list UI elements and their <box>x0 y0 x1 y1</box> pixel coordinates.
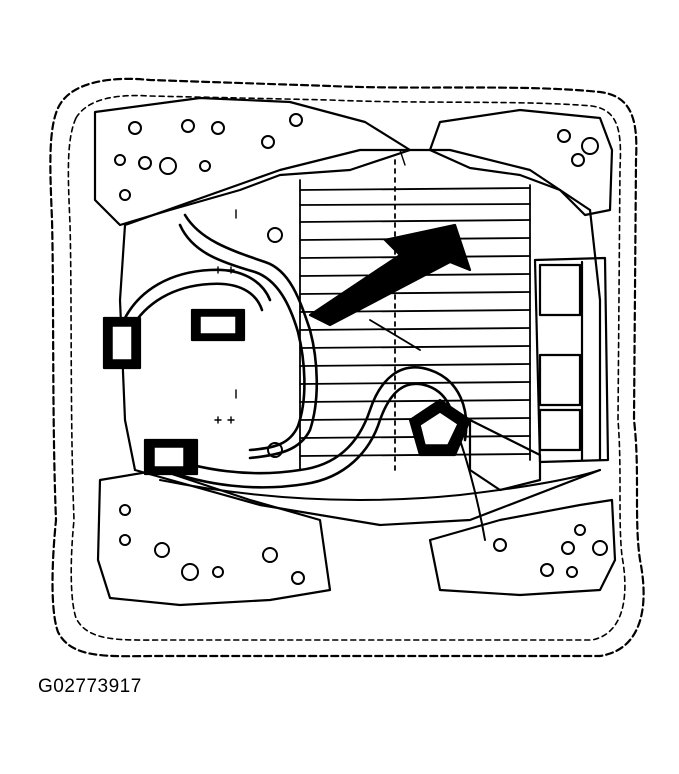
wiring-harness-left <box>123 268 272 320</box>
heater-pad-sleeve <box>468 418 542 492</box>
wiring-harness-bottom <box>159 469 601 501</box>
indicator-arrow <box>308 223 472 327</box>
frame-top-rail <box>123 148 592 227</box>
bottom-left-bracket <box>96 468 332 607</box>
frame-markings <box>214 149 406 424</box>
inner-cushion-outline <box>67 94 626 641</box>
top-right-bracket <box>428 108 614 217</box>
frame-right-rail <box>588 208 602 462</box>
mounting-holes <box>114 113 608 585</box>
seat-frame-wiring-diagram <box>49 77 645 658</box>
wiring-harness-upper-2 <box>178 223 306 452</box>
wiring-harness-upper <box>183 213 319 460</box>
wiring-harness-lower-2 <box>163 382 456 489</box>
outer-cushion-outline <box>49 77 645 658</box>
figure-id-label: G02773917 <box>38 676 142 697</box>
wiring-harness-lower <box>158 366 468 475</box>
module-segment-1 <box>538 263 582 317</box>
top-left-bracket <box>93 96 412 227</box>
right-module-block <box>533 256 610 464</box>
module-segment-2 <box>538 353 582 407</box>
bottom-right-bracket <box>428 498 617 597</box>
module-segment-3 <box>538 408 582 452</box>
wiring-harness-tail <box>459 439 486 541</box>
wiring-harness-left-2 <box>128 282 264 332</box>
frame-bottom-rail <box>133 468 602 527</box>
